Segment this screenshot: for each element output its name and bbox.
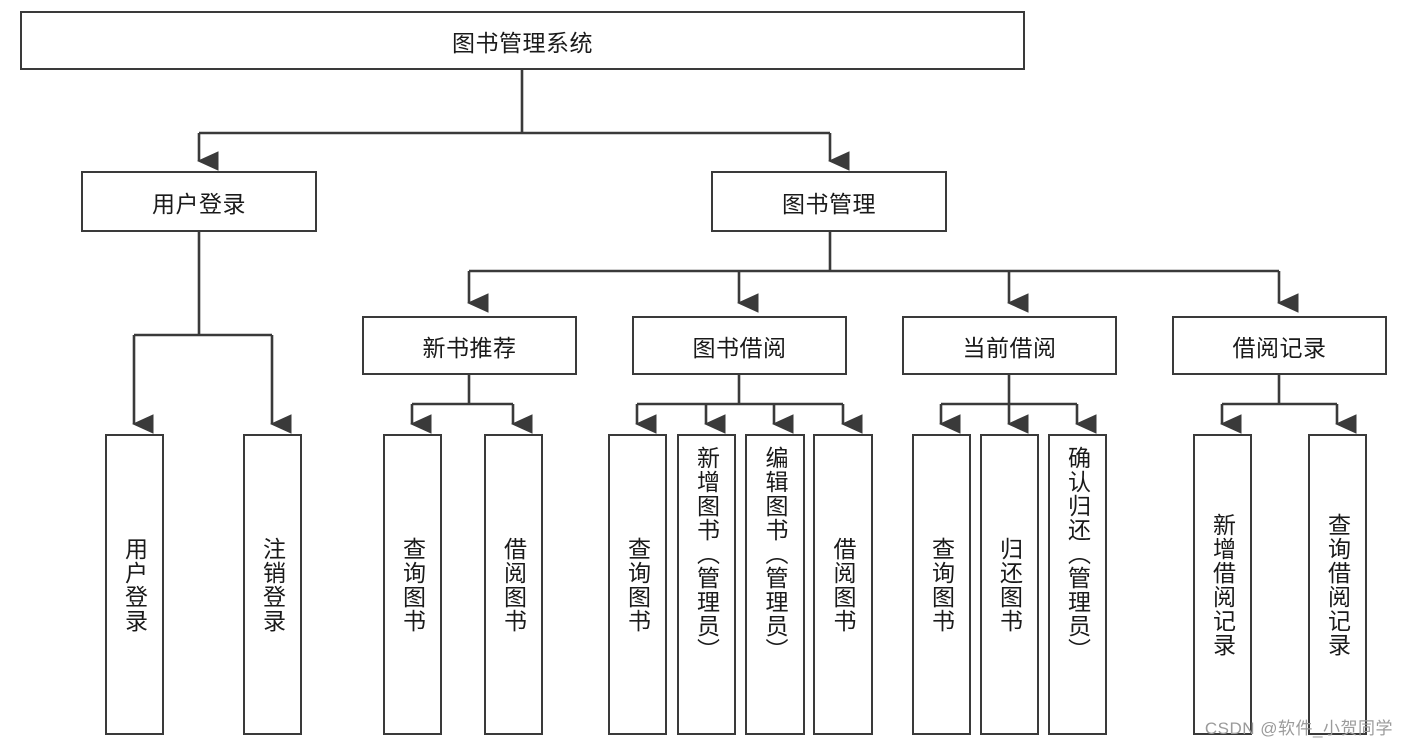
leaf-new-book-query-book[interactable]: 查询图书 (383, 434, 442, 735)
leaf-book-borrow-edit-book-admin[interactable]: 编辑图书（管理员） (745, 434, 805, 735)
node-label: 查询图书 (928, 536, 955, 633)
leaf-current-borrow-return-book[interactable]: 归还图书 (980, 434, 1039, 735)
node-label: 查询图书 (399, 536, 426, 633)
node-label: 借阅图书 (500, 536, 527, 633)
leaf-borrow-record-add-record[interactable]: 新增借阅记录 (1193, 434, 1252, 735)
node-label: 图书借阅 (692, 334, 787, 361)
node-label: 查询借阅记录 (1324, 512, 1351, 657)
leaf-book-borrow-borrow-book[interactable]: 借阅图书 (813, 434, 873, 735)
node-label: 当前借阅 (962, 334, 1057, 361)
leaf-user-login-login[interactable]: 用户登录 (105, 434, 164, 735)
node-label: 借阅图书 (830, 536, 857, 633)
node-label: 查询图书 (624, 536, 651, 633)
node-root-book-management-system[interactable]: 图书管理系统 (20, 11, 1025, 70)
node-book-management[interactable]: 图书管理 (711, 171, 947, 232)
leaf-book-borrow-add-book-admin[interactable]: 新增图书（管理员） (677, 434, 736, 735)
node-label: 用户登录 (152, 190, 246, 217)
leaf-book-borrow-query-book[interactable]: 查询图书 (608, 434, 667, 735)
watermark: CSDN @软件_小贺同学 (1204, 719, 1393, 738)
leaf-current-borrow-query-book[interactable]: 查询图书 (912, 434, 971, 735)
node-label: 借阅记录 (1232, 334, 1327, 361)
node-label: 归还图书 (996, 536, 1023, 633)
node-book-borrow[interactable]: 图书借阅 (632, 316, 847, 375)
leaf-user-login-logout[interactable]: 注销登录 (243, 434, 302, 735)
node-label: 新书推荐 (422, 334, 517, 361)
node-label: 新增借阅记录 (1209, 512, 1236, 657)
node-label: 编辑图书（管理员） (762, 446, 789, 662)
node-label: 注销登录 (259, 536, 286, 633)
leaf-new-book-borrow-book[interactable]: 借阅图书 (484, 434, 543, 735)
node-label: 用户登录 (121, 536, 148, 633)
node-label: 新增图书（管理员） (693, 446, 720, 662)
node-new-book-recommend[interactable]: 新书推荐 (362, 316, 577, 375)
node-label: 图书管理 (782, 190, 876, 217)
leaf-current-borrow-confirm-return-admin[interactable]: 确认归还（管理员） (1048, 434, 1107, 735)
node-borrow-record[interactable]: 借阅记录 (1172, 316, 1387, 375)
node-current-borrow[interactable]: 当前借阅 (902, 316, 1117, 375)
node-user-login[interactable]: 用户登录 (81, 171, 317, 232)
node-label: 图书管理系统 (452, 29, 593, 56)
node-label: 确认归还（管理员） (1064, 446, 1091, 662)
leaf-borrow-record-query-record[interactable]: 查询借阅记录 (1308, 434, 1367, 735)
